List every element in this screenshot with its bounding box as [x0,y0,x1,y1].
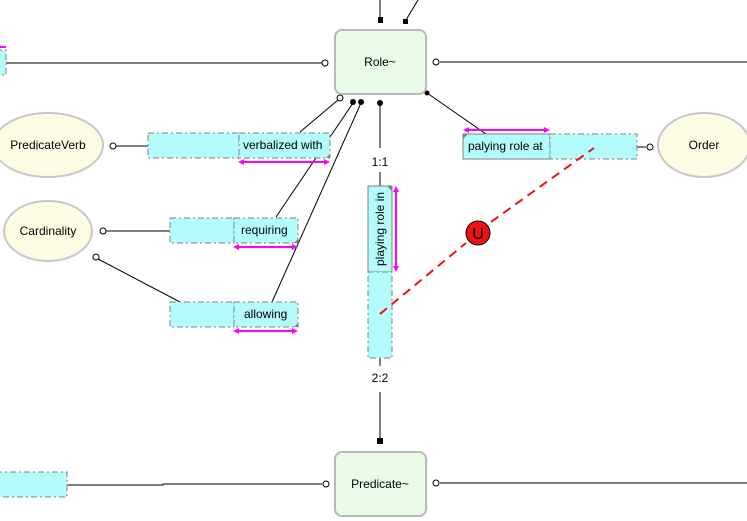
mandatory-dot-icon [377,100,383,106]
fact-role-box[interactable] [169,301,235,328]
fact-reading: palying role at [468,139,543,153]
resize-corner-icon [294,323,298,327]
fact-role-box[interactable] [367,185,393,273]
fact-role-box[interactable] [233,301,299,328]
resize-corner-icon [387,186,392,191]
fact-role-box[interactable] [549,133,638,160]
resize-corner-icon [326,154,330,158]
fact-type-requiring[interactable]: requiring [169,217,299,250]
external-uniqueness-constraint[interactable]: U [379,147,595,315]
arrow-left-icon [463,127,469,133]
arrow-right-icon [292,328,298,334]
fact-reading: verbalized with [243,138,322,152]
connector-requiring-role [275,102,354,218]
value-type-label: Cardinality [20,224,77,238]
cardinality-label-top: 1:1 [372,155,389,169]
fact-reading: requiring [241,223,288,237]
arrow-left-icon [238,159,244,165]
fact-type-offscreen-bottomleft[interactable] [0,471,68,498]
resize-corner-icon [463,134,468,139]
connector-allowing-role [271,102,362,303]
fact-role-box[interactable] [367,271,393,359]
value-type-label: Order [689,138,720,152]
arrow-right-icon [324,159,330,165]
fact-type-playing-role-in[interactable]: playing role in [367,185,399,359]
arrow-right-icon [292,244,298,250]
fact-reading: allowing [244,307,287,321]
resize-corner-icon [294,239,298,243]
role-port-icon [432,479,440,487]
fact-role-box[interactable] [169,217,235,244]
cardinality-label-bottom: 2:2 [372,371,389,385]
role-port-icon [321,59,329,67]
connectors [6,0,747,486]
mandatory-dot-icon [378,17,383,23]
connector-top-diag-stub [405,0,419,21]
fact-role-box[interactable] [238,132,331,159]
fact-role-box[interactable] [233,217,299,244]
fact-type-offscreen-topleft[interactable] [0,46,7,76]
entity-role[interactable]: Role~ [334,29,427,95]
role-port-icon [99,227,107,235]
uniqueness-constraint-icon[interactable] [465,220,491,246]
role-port-icon [109,142,117,150]
fact-reading: playing role in [373,192,387,266]
arrow-left-icon [233,244,239,250]
value-type-order[interactable]: Order [657,112,747,178]
mandatory-dot-icon [424,90,430,96]
role-port-icon [646,143,654,151]
role-port-icon [92,253,100,261]
mandatory-dot-icon [403,19,408,24]
entity-label: Predicate~ [351,477,409,491]
fact-type-allowing[interactable]: allowing [169,301,299,334]
value-type-predicateverb[interactable]: PredicateVerb [0,112,104,178]
connector-left-predicate [67,483,322,486]
connector-verbalized-role [299,99,339,133]
entity-shape[interactable] [334,29,427,95]
arrow-right-icon [544,127,550,133]
role-port-icon [322,480,330,488]
entity-label: Role~ [364,55,396,69]
constraint-link [379,242,467,315]
endpoint-markers [92,17,654,488]
constraint-label: U [472,226,484,243]
entity-shape[interactable] [334,451,427,517]
arrow-left-icon [233,328,239,334]
connector-role-playingat [426,92,487,135]
mandatory-dot-icon [350,99,356,105]
mandatory-dot-icon [358,99,364,105]
value-type-label: PredicateVerb [10,138,86,152]
value-type-shape[interactable] [657,112,747,178]
constraint-link [490,147,595,223]
arrow-up-icon [393,186,399,192]
value-type-cardinality[interactable]: Cardinality [3,200,93,262]
fact-role-box[interactable] [462,133,551,160]
role-port-icon [432,58,440,66]
arrow-down-icon [393,266,399,272]
value-type-shape[interactable] [0,112,104,178]
entity-predicate[interactable]: Predicate~ [334,451,427,517]
fact-role-box[interactable] [147,132,240,159]
fact-type-playing-role-at[interactable]: palying role at [462,127,638,160]
fact-type-verbalized-with[interactable]: verbalized with [147,132,331,165]
fact-role-box[interactable] [0,471,68,498]
role-port-icon [336,94,344,102]
fact-role-box[interactable] [0,49,7,76]
value-type-shape[interactable] [3,200,93,262]
mandatory-dot-icon [377,438,383,444]
connector-cardinality-allowing [97,258,181,303]
